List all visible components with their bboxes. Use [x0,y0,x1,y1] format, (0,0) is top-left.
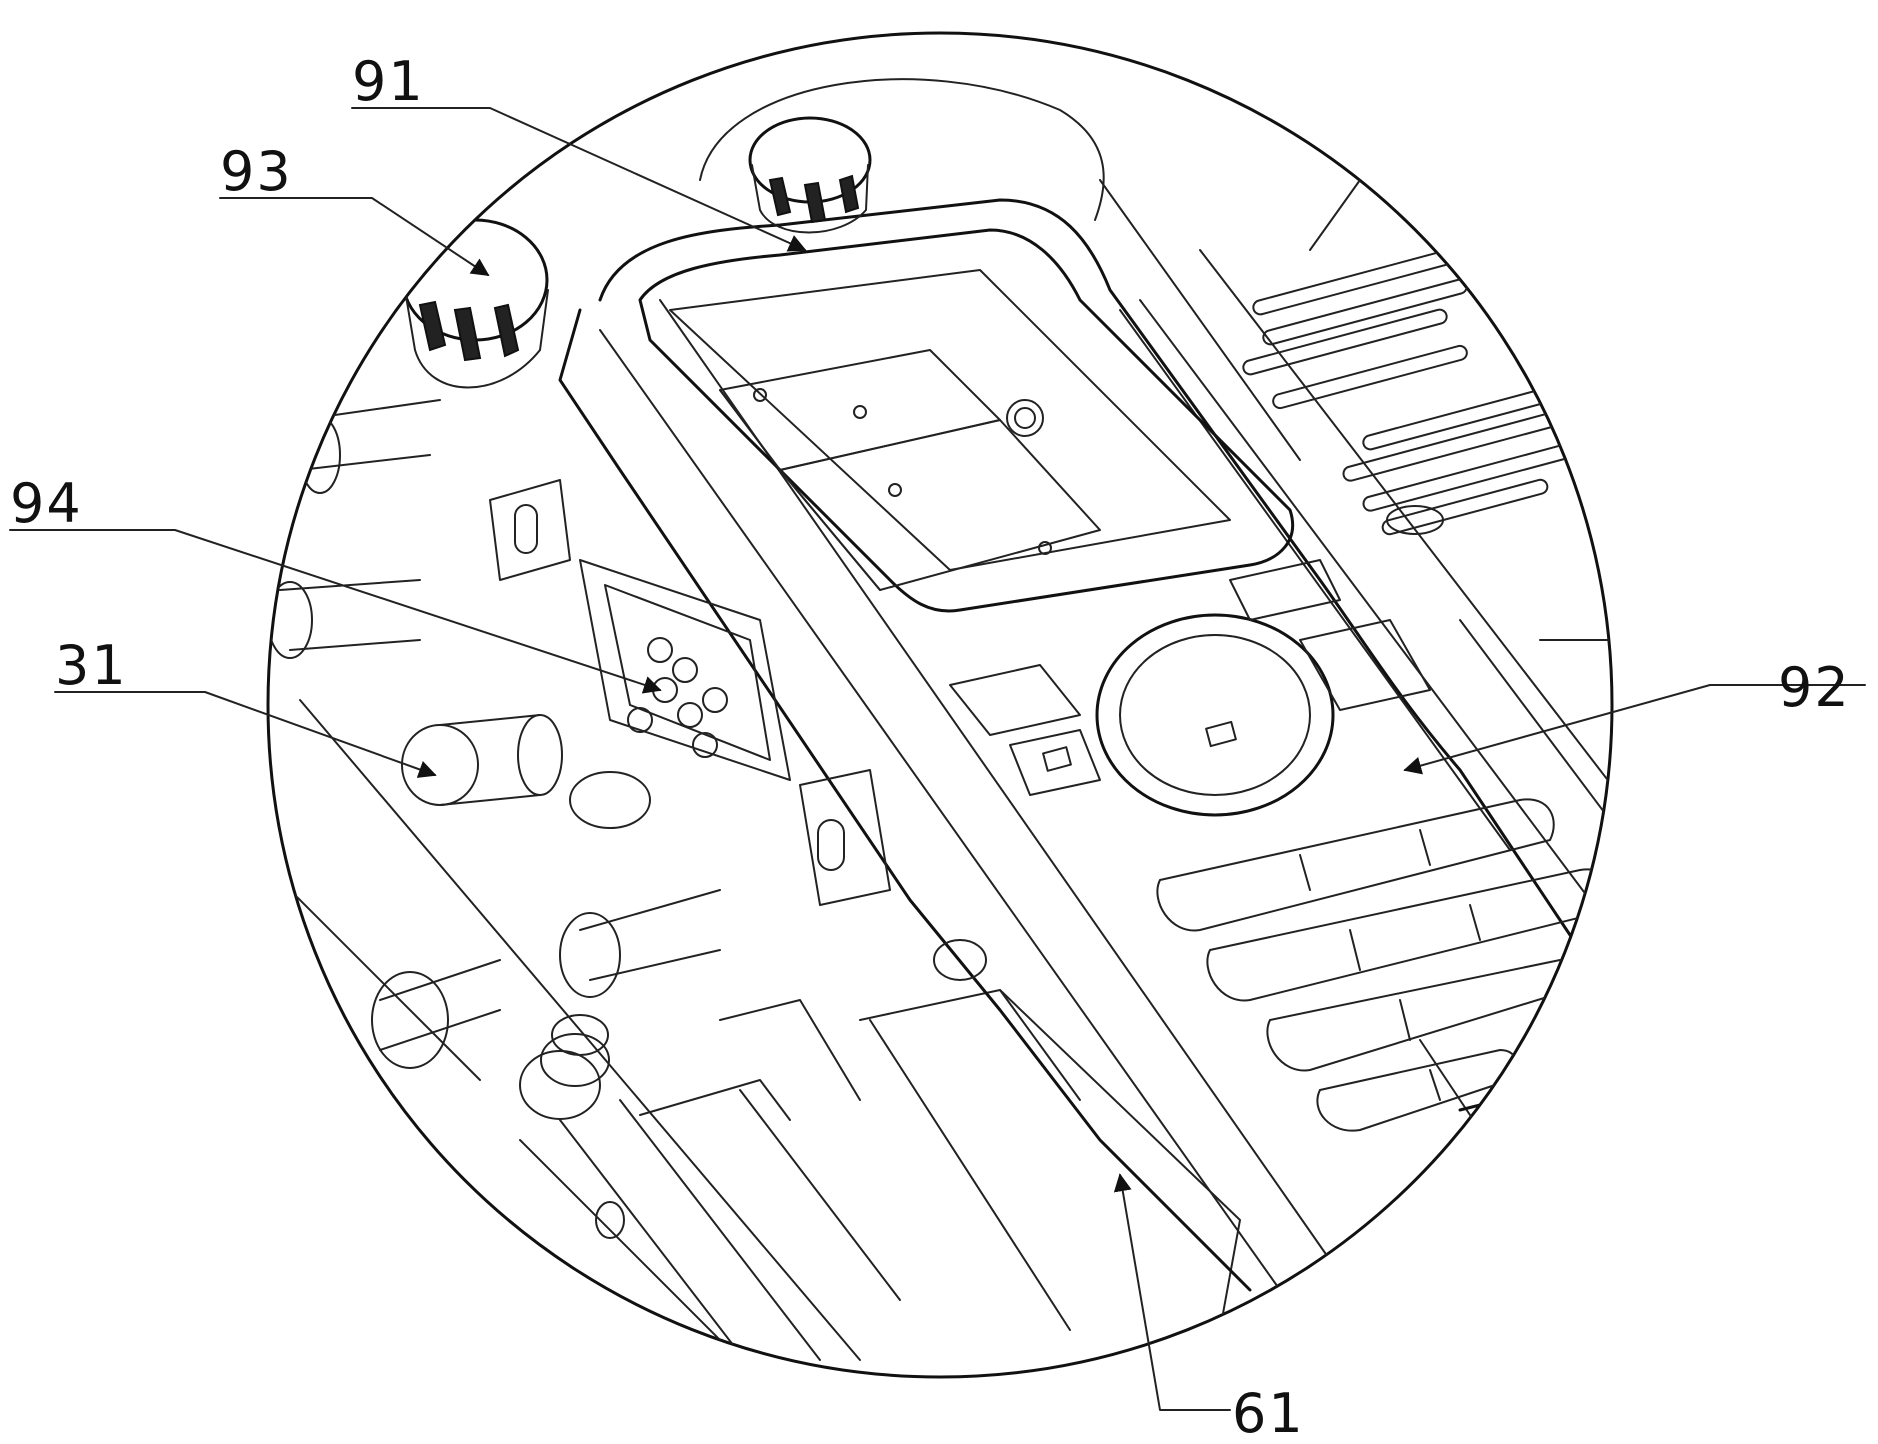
side-controls [489,479,987,981]
detail-circle [266,31,1614,1379]
bolt-nuts [519,1014,901,1377]
background-arc [699,78,1105,221]
battery-block [719,989,1241,1361]
label-92: 92 [1778,656,1851,719]
label-61: 61 [1232,1382,1305,1444]
detail-contents [268,78,1612,1377]
label-93: 93 [220,140,293,203]
guide-rods [268,399,721,1069]
leader-lines [9,107,1866,1411]
radio-housing [401,116,1612,1292]
keypad [1156,798,1612,1132]
label-94: 94 [10,472,83,535]
pin-array [1242,248,1578,536]
label-31: 31 [55,634,128,697]
label-91: 91 [352,50,425,113]
